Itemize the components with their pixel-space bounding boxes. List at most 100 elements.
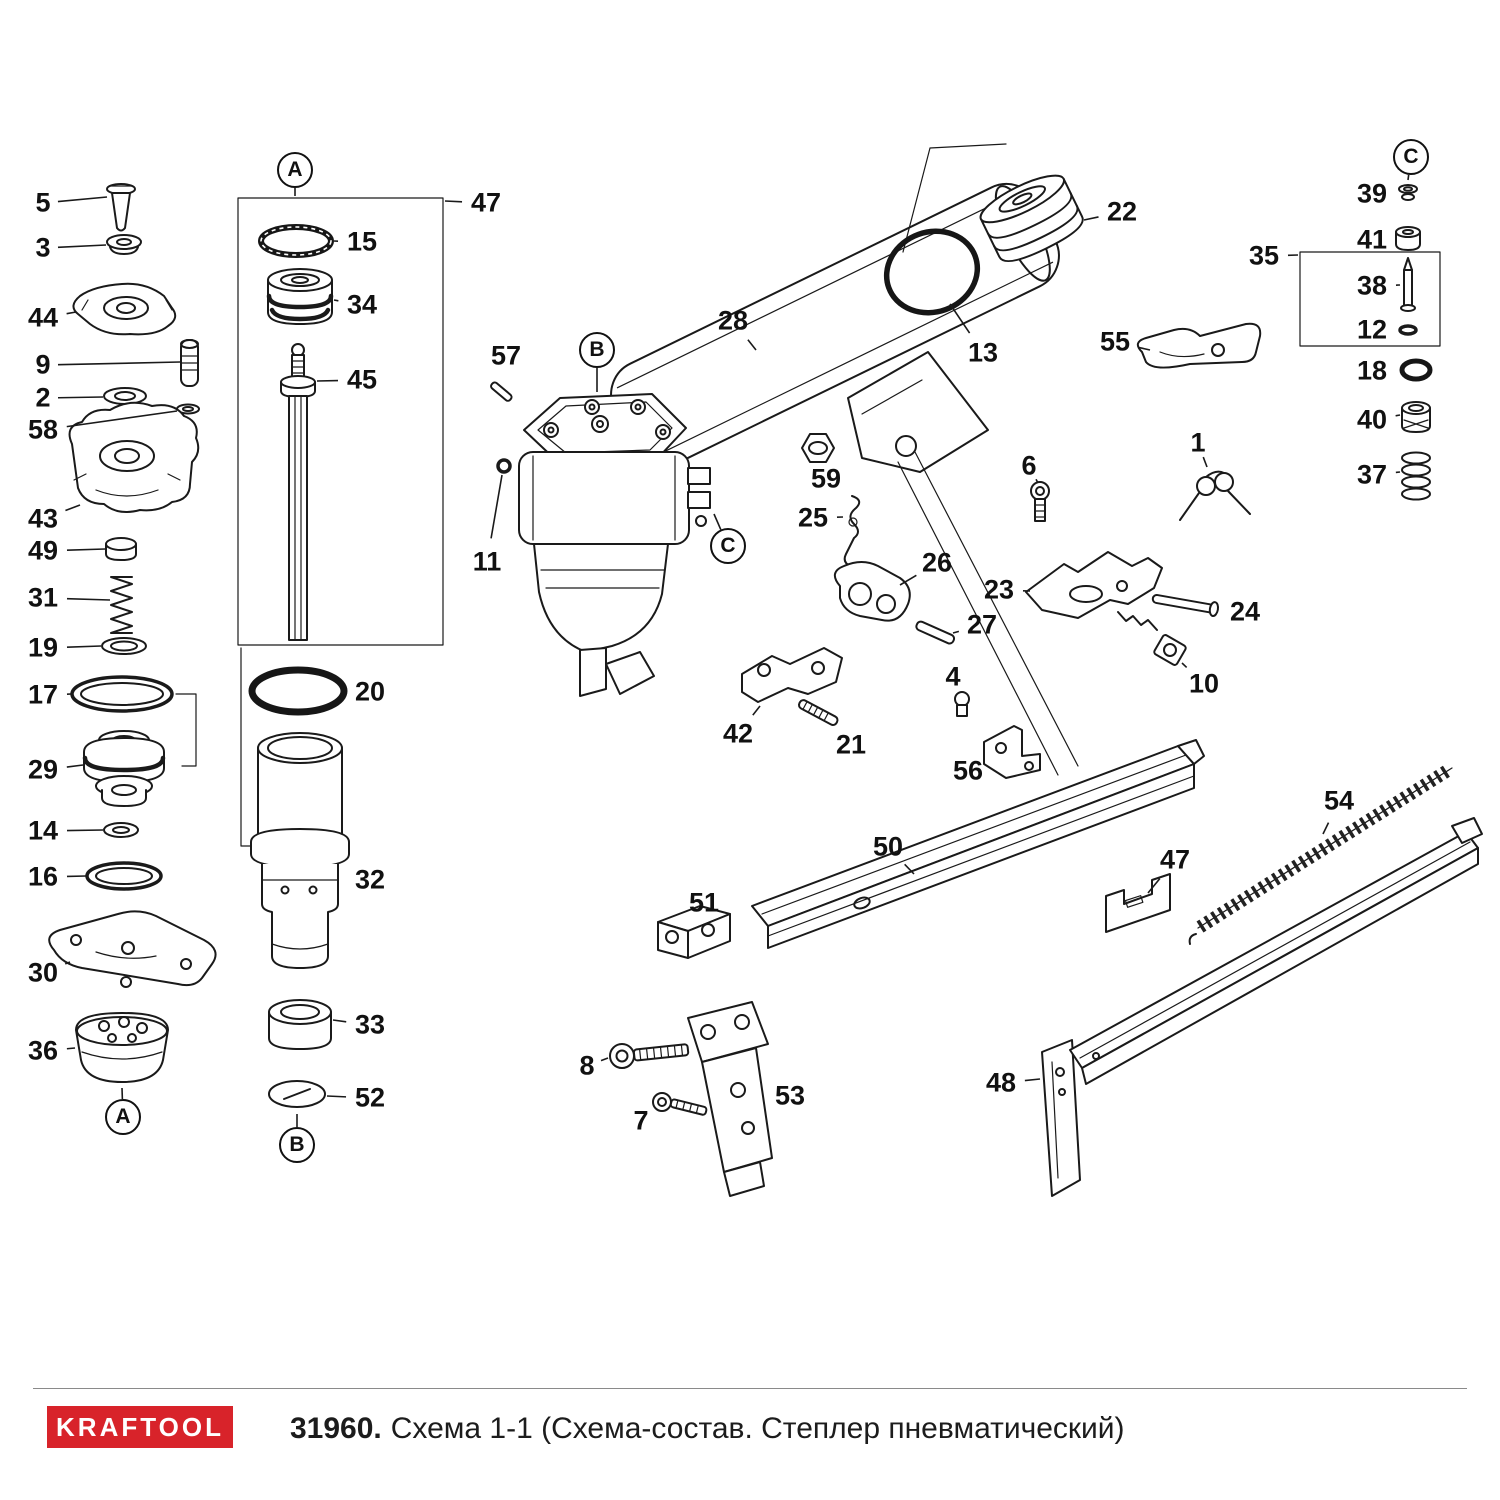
part-37-spring — [1401, 451, 1431, 501]
leader-line — [1138, 346, 1151, 351]
footer-divider — [33, 1388, 1467, 1389]
leader-line — [1035, 478, 1039, 484]
leader-line — [326, 1095, 347, 1098]
part-24-pin — [1151, 593, 1220, 617]
model-number: 31960. — [290, 1412, 382, 1445]
part-31-spring — [110, 576, 133, 634]
part-23-bracket — [1025, 551, 1163, 619]
part-10-bolt — [1117, 611, 1187, 666]
part-13-oring — [883, 228, 981, 316]
part-33-bumper — [268, 999, 332, 1050]
part-42-bracket — [741, 647, 843, 703]
caption-text: Схема 1-1 (Схема-состав. Степлер пневмат… — [390, 1412, 1125, 1445]
part-45-driver-blade — [280, 343, 316, 641]
part-17-oring — [70, 675, 197, 767]
part-43-cap — [68, 401, 200, 513]
part-27-pin — [915, 620, 956, 645]
alignment-lines — [897, 143, 1079, 776]
part-57-pin — [490, 381, 513, 402]
leader-line — [1407, 174, 1410, 181]
part-11-oring — [496, 458, 512, 474]
leader-line — [444, 200, 463, 203]
leader-line — [752, 705, 761, 716]
part-51-block — [657, 905, 731, 959]
leader-line — [1322, 822, 1330, 835]
leader-line — [490, 474, 503, 539]
part-26-trigger — [833, 561, 911, 622]
part-22-cap — [979, 174, 1084, 263]
part-47-clamp — [1105, 873, 1171, 933]
part-14-washer — [103, 822, 139, 838]
leader-line — [65, 504, 81, 512]
part-16-oring — [85, 861, 163, 891]
part-32-cylinder — [250, 732, 350, 969]
leader-line — [57, 244, 107, 249]
leader-lines — [57, 174, 1410, 1127]
leader-line — [713, 513, 722, 530]
part-19-washer — [101, 637, 147, 655]
leader-line — [66, 829, 104, 832]
part-49-plug — [105, 537, 137, 561]
leader-line — [899, 574, 917, 586]
part-38-valve-stem — [1400, 257, 1416, 312]
leader-line — [66, 311, 77, 315]
part-25-spring-wire — [843, 495, 861, 567]
leader-line — [66, 548, 106, 552]
leader-line — [66, 597, 111, 601]
part-3-washer — [106, 234, 142, 255]
part-12-oring — [1398, 324, 1418, 336]
part-4-screw — [954, 691, 970, 717]
brand-text: KRAFTOOL — [56, 1411, 224, 1442]
part-34-head-valve — [266, 268, 334, 325]
part-59-nut — [801, 433, 835, 463]
leader-line — [66, 764, 84, 768]
head-assembly — [518, 393, 711, 697]
footer: KRAFTOOL 31960.Схема 1-1 (Схема-состав. … — [0, 1388, 1500, 1500]
part-2-washer — [103, 387, 147, 405]
part-15-oring — [258, 224, 334, 258]
part-21-pin — [797, 699, 839, 726]
part-20-oring — [248, 666, 348, 716]
leader-line — [904, 863, 915, 875]
leader-line — [1024, 1078, 1041, 1082]
part-7-screw — [652, 1092, 708, 1116]
part-44-deflector — [72, 282, 177, 336]
part-28-body — [610, 183, 1060, 473]
part-40-valve — [1401, 401, 1431, 433]
leader-line — [1083, 216, 1099, 221]
leader-line — [1395, 414, 1401, 417]
leader-line — [1181, 662, 1188, 669]
part-29-piston — [82, 730, 166, 807]
part-36-cap — [75, 1012, 169, 1083]
diagram-caption: 31960.Схема 1-1 (Схема-состав. Степлер п… — [290, 1412, 1125, 1446]
part-41-cap — [1395, 226, 1421, 251]
leader-line — [600, 1057, 609, 1062]
leader-line — [1147, 878, 1161, 894]
part-50-rail — [751, 739, 1205, 949]
part-1-wire-clip — [1179, 470, 1251, 521]
leader-line — [66, 410, 178, 428]
leader-line — [747, 339, 757, 351]
leader-line — [57, 396, 104, 399]
leader-line — [952, 630, 960, 634]
part-53-plate — [687, 1001, 773, 1197]
part-5-screw — [106, 183, 136, 232]
part-6-screw — [1030, 481, 1050, 522]
part-56-bracket — [983, 725, 1041, 779]
part-54-spring — [1188, 763, 1454, 945]
part-9-pin — [180, 339, 199, 387]
part-30-gasket — [48, 910, 217, 988]
part-52-disc — [268, 1080, 326, 1108]
part-39-nut — [1398, 184, 1418, 201]
part-8-bolt — [609, 1043, 690, 1069]
part-48-rail — [1041, 817, 1483, 1197]
leader-line — [57, 196, 108, 203]
part-18-oring — [1399, 358, 1433, 382]
leader-line — [66, 645, 102, 648]
leader-line — [1202, 456, 1208, 468]
kraftool-logo: KRAFTOOL — [47, 1406, 233, 1448]
leader-line — [57, 361, 181, 366]
leader-line — [949, 303, 971, 334]
